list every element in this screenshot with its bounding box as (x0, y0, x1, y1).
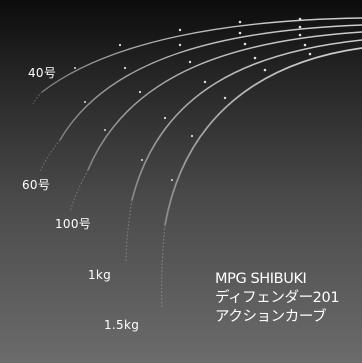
rod-curve-60 (39, 24, 362, 173)
load-label-1-5kg: 1.5kg (104, 318, 140, 332)
caption-model: ディフェンダー201 (215, 290, 340, 306)
caption-description: アクションカーブ (215, 309, 327, 325)
load-label-60: 60号 (22, 178, 51, 192)
load-label-1kg: 1kg (88, 268, 112, 282)
rod-curve-40 (32, 17, 362, 105)
load-label-100: 100号 (55, 217, 92, 231)
rod-curve-1-5kg (161, 47, 362, 309)
rod-guide-marks (74, 17, 312, 181)
product-caption: MPG SHIBUKI ディフェンダー201 アクションカーブ (215, 270, 340, 327)
rod-curve-100 (69, 31, 362, 213)
caption-brand: MPG SHIBUKI (215, 271, 307, 287)
load-label-40: 40号 (28, 66, 57, 80)
rod-curve-1kg (125, 39, 362, 263)
